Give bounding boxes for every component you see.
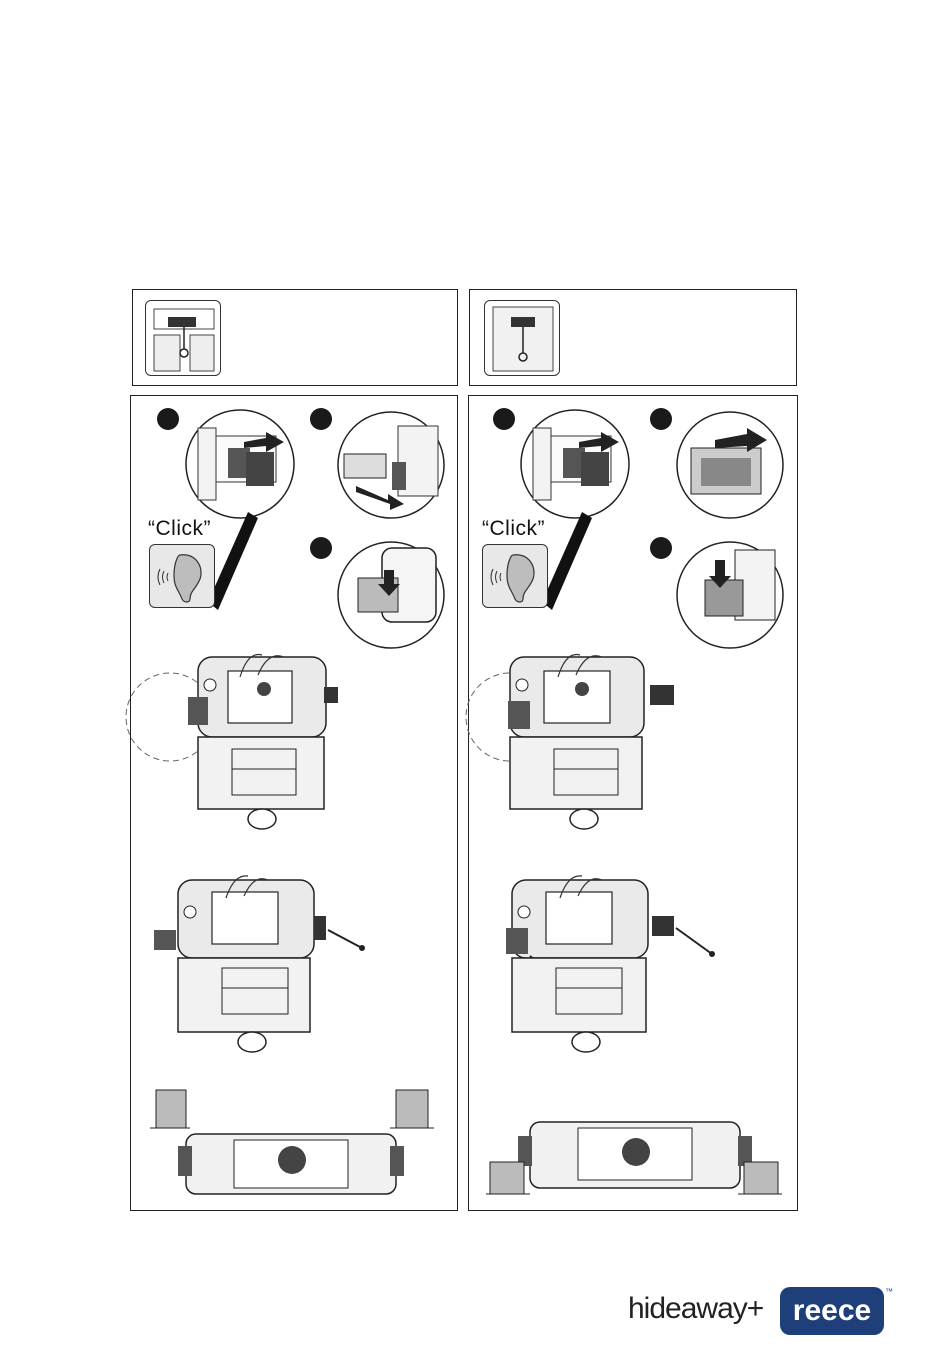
right-cistern-assembly-2 [490,868,720,1058]
left-wall-mount-thumbnail [145,300,221,376]
wall-frame-icon [485,301,561,377]
hideaway-wordmark: hideaway+ [628,1292,763,1326]
right-click-label: “Click” [482,517,545,541]
left-top-view-wall-diagram [150,1088,440,1202]
left-bracket-lock-detail [336,540,446,650]
wall-frame-icon [146,301,222,377]
ear-icon [483,545,549,609]
left-ear-box [149,544,215,608]
right-wall-mount-thumbnail [484,300,560,376]
right-step-2-marker [650,408,672,430]
right-step-3-marker [650,537,672,559]
right-top-view-wall-diagram [486,1118,782,1202]
reece-trademark: ™ [885,1287,893,1296]
ear-icon [150,545,216,609]
left-cistern-assembly-1 [140,645,340,835]
left-click-label: “Click” [148,517,211,541]
left-header-box [132,289,458,386]
left-bracket-insert-detail [184,408,296,520]
right-step-1-marker [493,408,515,430]
right-bracket-insert-detail [519,408,631,520]
left-step-2-marker [310,408,332,430]
left-cistern-assembly-2 [150,868,380,1058]
left-step-3-marker [310,537,332,559]
right-header-box [469,289,797,386]
left-bracket-slide-detail [336,410,446,520]
right-bracket-lock-detail [675,540,785,650]
right-bracket-slide-detail [675,410,785,520]
right-ear-box [482,544,548,608]
right-cistern-assembly-1 [478,645,688,835]
reece-logo: reece [780,1287,884,1335]
left-step-1-marker [157,408,179,430]
